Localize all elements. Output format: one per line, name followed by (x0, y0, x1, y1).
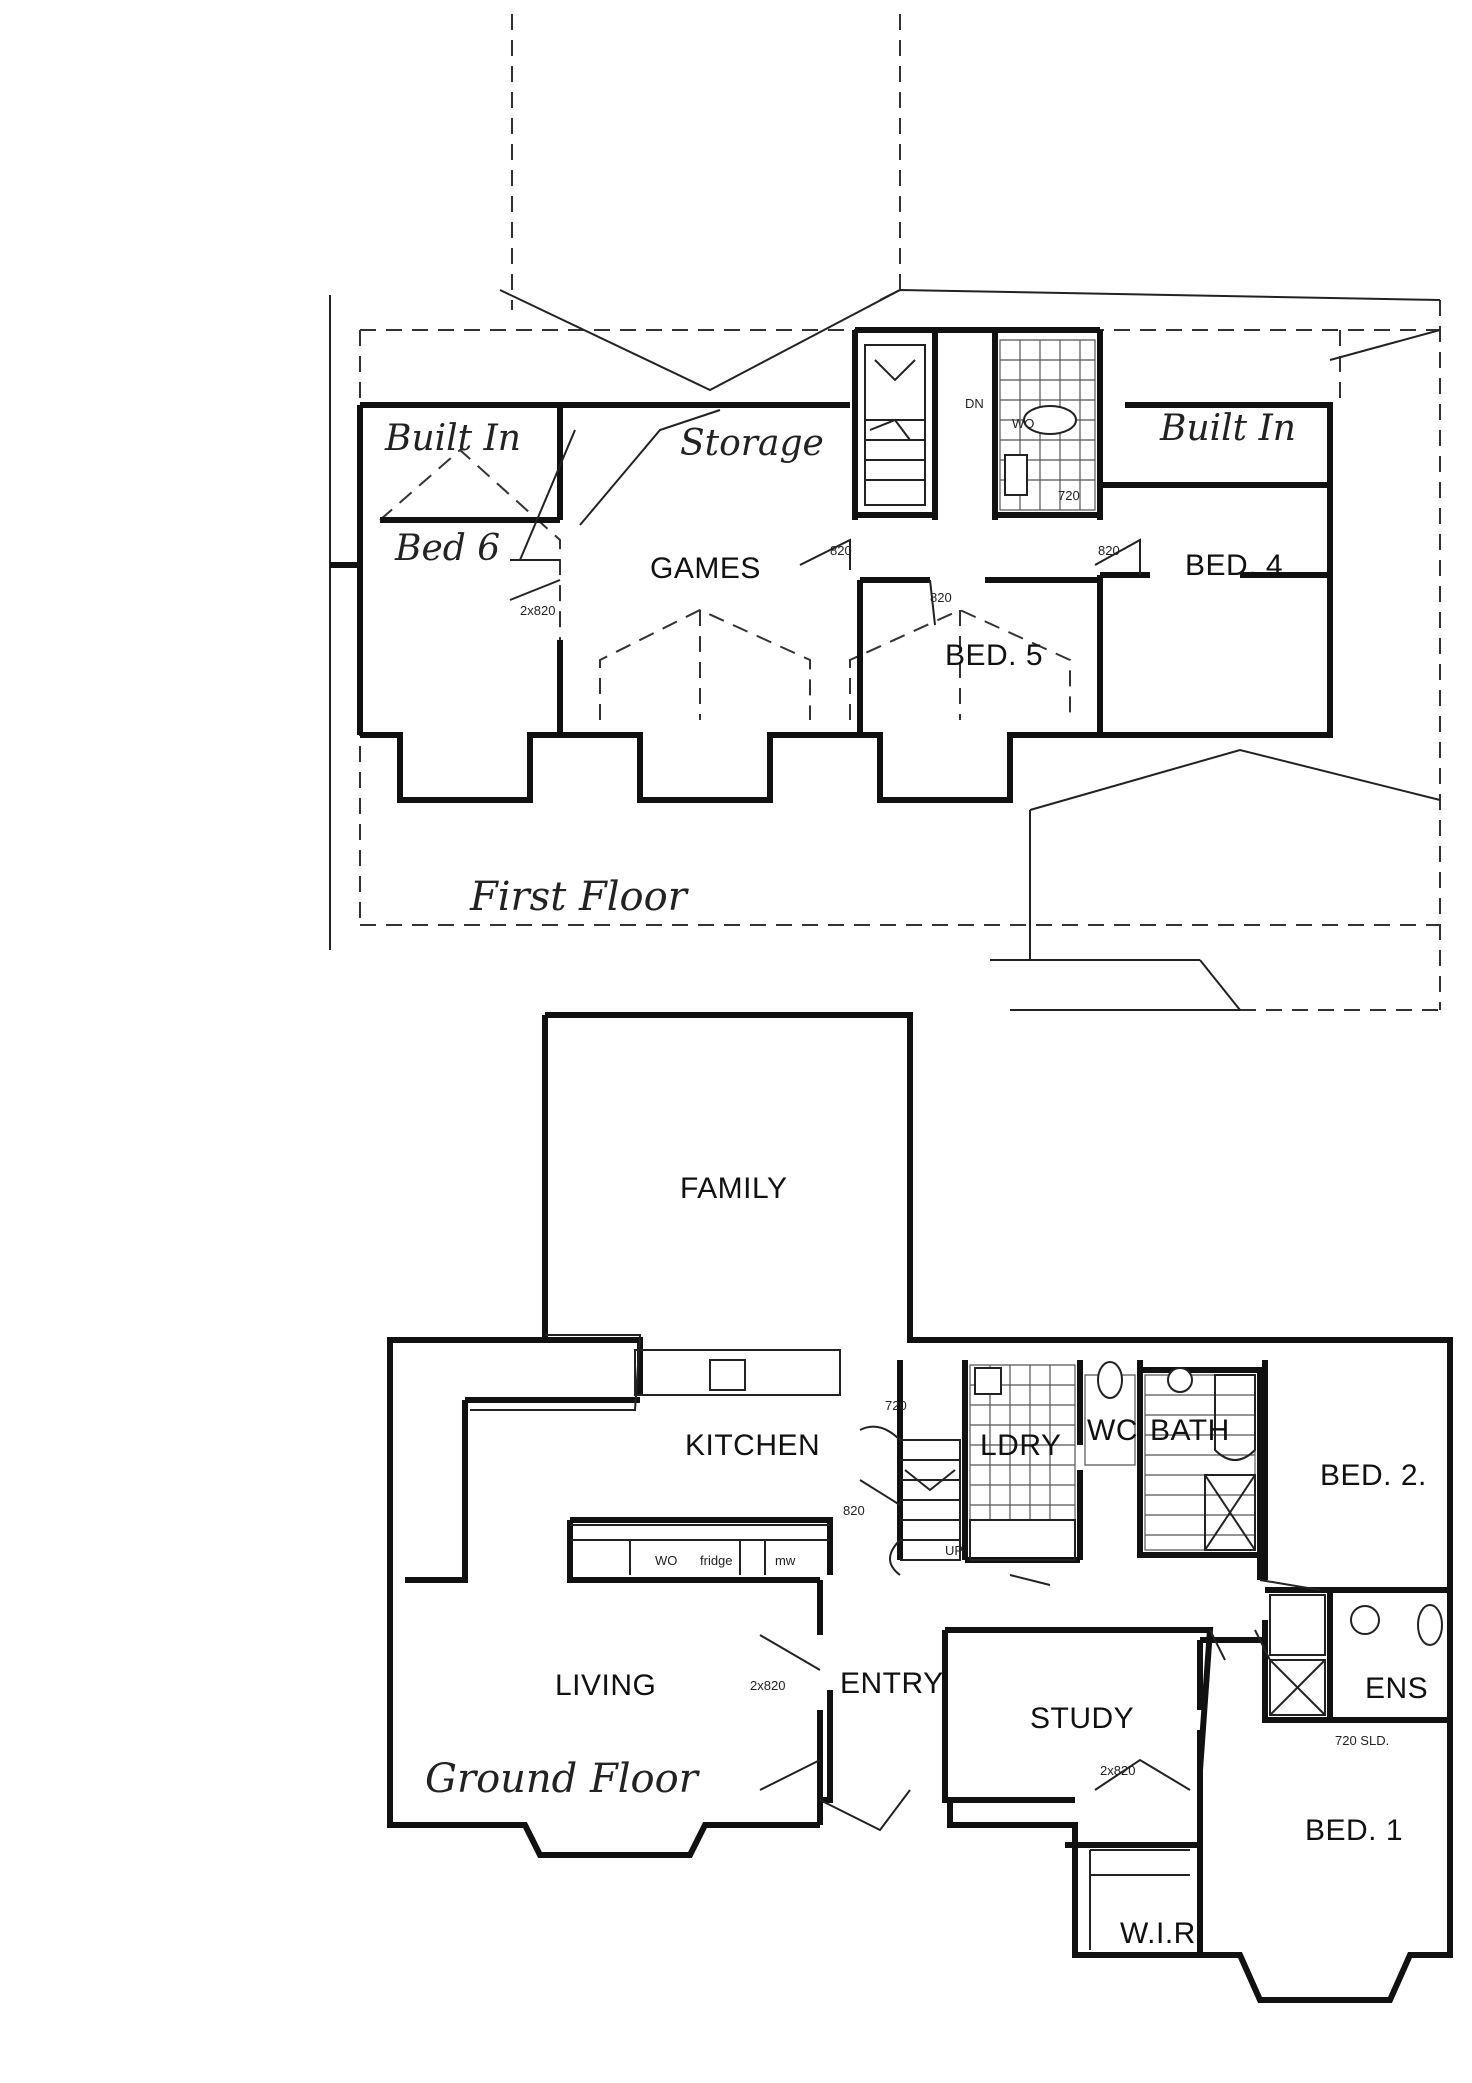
wo-note: WO (1012, 416, 1034, 431)
door-720-sld-note: 720 SLD. (1335, 1733, 1389, 1748)
built-in-right-note: Built In (1159, 408, 1296, 449)
up-note: UP (945, 1543, 963, 1558)
ground-floor-title: Ground Floor (425, 1756, 701, 1802)
room-bed2-label: BED. 2. (1320, 1459, 1427, 1492)
ground-floor-stair (889, 1439, 961, 1576)
first-floor-wc (999, 339, 1096, 511)
fridge-note: fridge (700, 1553, 733, 1568)
built-in-left-note: Built In (384, 418, 521, 459)
first-floor-plan: GAMES BED. 4 BED. 5 Bed 6 Built In Built… (329, 14, 1441, 1011)
wo-note: WO (655, 1553, 677, 1568)
wet-areas (969, 1361, 1256, 1561)
room-entry-label: ENTRY (840, 1667, 944, 1700)
room-family-label: FAMILY (680, 1172, 787, 1205)
door-2x820-note: 2x820 (520, 603, 555, 618)
door-720-kitchen-note: 720 (885, 1398, 907, 1413)
ground-floor-labels: FAMILY KITCHEN LIVING ENTRY STUDY LDRY W… (425, 1172, 1428, 1950)
room-kitchen-label: KITCHEN (685, 1429, 820, 1462)
room-wir-label: W.I.R. (1120, 1917, 1205, 1950)
first-floor-labels: GAMES BED. 4 BED. 5 Bed 6 Built In Built… (384, 396, 1296, 920)
room-bed4-label: BED. 4 (1185, 549, 1283, 582)
wir-shelves (1089, 1849, 1190, 1950)
room-ldry-label: LDRY (980, 1429, 1061, 1462)
door-820-bed4-note: 820 (1098, 543, 1120, 558)
room-bath-label: BATH (1150, 1414, 1230, 1447)
room-living-label: LIVING (555, 1669, 656, 1702)
mw-note: mw (775, 1553, 796, 1568)
ground-floor-walls (387, 1012, 1453, 2003)
room-bed1-label: BED. 1 (1305, 1814, 1403, 1847)
door-820-kitchen-note: 820 (843, 1503, 865, 1518)
ground-floor-doors (759, 1425, 1321, 1832)
ground-floor-plan: FAMILY KITCHEN LIVING ENTRY STUDY LDRY W… (387, 1012, 1453, 2003)
room-games-label: GAMES (650, 552, 761, 585)
first-floor-stair (864, 344, 926, 506)
room-study-label: STUDY (1030, 1702, 1134, 1735)
kitchen-joinery (470, 1334, 841, 1575)
room-bed5-label: BED. 5 (945, 639, 1043, 672)
storage-note: Storage (680, 423, 824, 464)
door-2x820-entry-note: 2x820 (750, 1678, 785, 1693)
door-2x820-study-note: 2x820 (1100, 1763, 1135, 1778)
first-floor-doors (509, 409, 1141, 626)
door-720-note: 720 (1058, 488, 1080, 503)
door-820-games-note: 820 (830, 543, 852, 558)
ensuite-fixtures (1269, 1594, 1443, 1716)
room-ens-label: ENS (1365, 1672, 1428, 1705)
door-820-bed5-note: 820 (930, 590, 952, 605)
room-wc-label: WC (1087, 1414, 1138, 1447)
room-bed6-label: Bed 6 (394, 528, 500, 569)
dn-note: DN (965, 396, 984, 411)
first-floor-walls (330, 327, 1333, 803)
first-floor-roof-outline (329, 14, 1441, 1011)
first-floor-title: First Floor (469, 874, 690, 920)
